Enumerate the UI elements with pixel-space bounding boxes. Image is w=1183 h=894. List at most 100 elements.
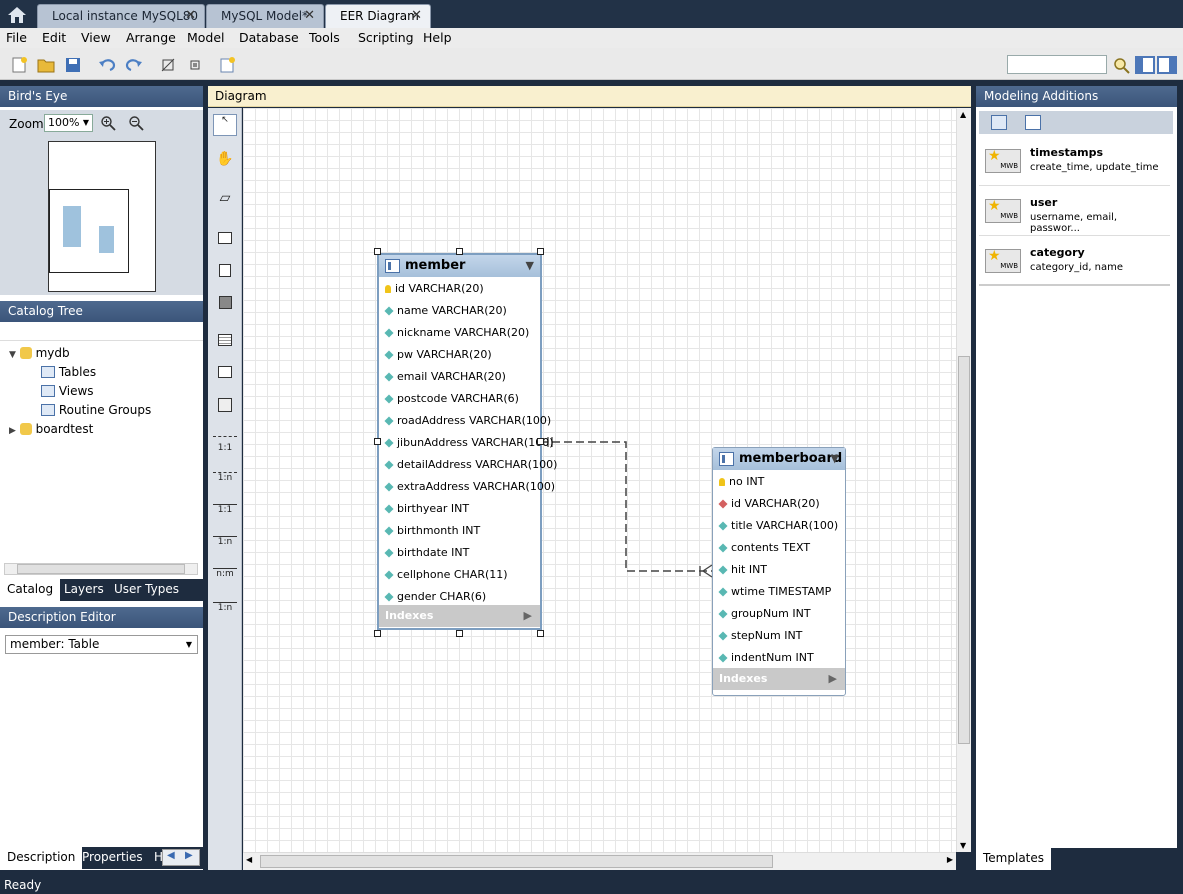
expand-arrow-icon[interactable]: ▶	[523, 609, 532, 622]
resize-handle[interactable]	[537, 438, 544, 445]
relationship-line[interactable]	[540, 436, 715, 578]
search-icon[interactable]	[1112, 56, 1130, 74]
resize-handle[interactable]	[374, 438, 381, 445]
new-document-icon[interactable]	[10, 56, 28, 73]
member-indexes[interactable]: Indexes▶	[379, 605, 540, 627]
expanded-arrow-icon[interactable]: ▼	[9, 350, 16, 360]
column-row[interactable]: extraAddress VARCHAR(100)	[384, 480, 555, 494]
scroll-left-icon[interactable]: ◀	[246, 855, 253, 864]
resize-handle[interactable]	[374, 630, 381, 637]
tab-properties[interactable]: Properties	[82, 850, 143, 864]
resize-handle[interactable]	[374, 248, 381, 255]
tab-user-types[interactable]: User Types	[114, 582, 179, 596]
column-row[interactable]: groupNum INT	[718, 607, 811, 621]
tree-item-mydb[interactable]: ▼ mydb	[9, 346, 70, 362]
tab-description[interactable]: Description	[0, 847, 83, 869]
eraser-tool-icon[interactable]: ▱	[219, 190, 231, 206]
resize-handle[interactable]	[456, 248, 463, 255]
collapsed-arrow-icon[interactable]: ▶	[9, 426, 16, 436]
member-table[interactable]: member▼ id VARCHAR(20)name VARCHAR(20)ni…	[377, 253, 557, 630]
column-row[interactable]: pw VARCHAR(20)	[384, 348, 492, 362]
column-row[interactable]: gender CHAR(6)	[384, 590, 486, 604]
menu-help[interactable]: Help	[423, 30, 452, 45]
toggle-secondary-sidebar-icon[interactable]	[1157, 56, 1177, 74]
collapse-arrow-icon[interactable]: ▼	[830, 452, 839, 465]
column-row[interactable]: cellphone CHAR(11)	[384, 568, 508, 582]
column-row[interactable]: no INT	[719, 475, 764, 489]
column-row[interactable]: stepNum INT	[718, 629, 802, 643]
column-row[interactable]: contents TEXT	[718, 541, 810, 555]
tab-catalog[interactable]: Catalog	[0, 579, 61, 601]
tab-eer-diagram[interactable]: EER Diagram✕	[325, 4, 431, 28]
relationship-existing-columns-icon[interactable]: 1:n	[213, 598, 237, 616]
note-tool-icon[interactable]	[213, 260, 237, 282]
scroll-up-icon[interactable]: ▲	[960, 110, 967, 119]
zoom-out-icon[interactable]	[128, 115, 144, 131]
column-row[interactable]: jibunAddress VARCHAR(100)	[384, 436, 553, 450]
open-folder-icon[interactable]	[37, 56, 55, 73]
new-template-icon[interactable]	[1025, 115, 1041, 130]
tab-local-instance[interactable]: Local instance MySQL80✕	[37, 4, 205, 28]
diagram-vertical-scrollbar[interactable]: ▲ ▼	[956, 108, 971, 852]
menu-model[interactable]: Model	[187, 30, 225, 45]
scroll-right-icon[interactable]: ▶	[185, 850, 193, 861]
column-row[interactable]: roadAddress VARCHAR(100)	[384, 414, 551, 428]
column-row[interactable]: indentNum INT	[718, 651, 814, 665]
menu-edit[interactable]: Edit	[42, 30, 67, 45]
description-text-area[interactable]	[0, 660, 203, 846]
hand-tool-icon[interactable]: ✋	[216, 151, 234, 167]
new-diagram-icon[interactable]	[218, 56, 236, 73]
menu-tools[interactable]: Tools	[309, 30, 340, 45]
column-row[interactable]: id VARCHAR(20)	[385, 282, 484, 296]
column-row[interactable]: detailAddress VARCHAR(100)	[384, 458, 557, 472]
horizontal-scroll-thumb[interactable]	[260, 855, 773, 868]
column-row[interactable]: email VARCHAR(20)	[384, 370, 506, 384]
resize-handle[interactable]	[456, 630, 463, 637]
tab-history[interactable]: H	[154, 850, 164, 864]
menu-file[interactable]: File	[6, 30, 27, 45]
tab-mysql-model[interactable]: MySQL Model*✕	[206, 4, 324, 28]
routine-group-tool-icon[interactable]	[213, 394, 237, 416]
zoom-select[interactable]: 100%▼	[44, 114, 93, 132]
relationship-1-n-identifying-icon[interactable]: 1:n	[213, 532, 237, 550]
close-icon[interactable]: ✕	[411, 8, 422, 23]
resize-handle[interactable]	[537, 248, 544, 255]
memberboard-indexes[interactable]: Indexes▶	[713, 668, 845, 690]
align-grid-icon[interactable]	[186, 56, 204, 73]
tree-item-boardtest[interactable]: ▶ boardtest	[9, 422, 93, 438]
save-icon[interactable]	[64, 56, 82, 73]
apply-template-icon[interactable]	[991, 115, 1007, 130]
relationship-1-1-identifying-icon[interactable]: 1:1	[213, 500, 237, 518]
column-row[interactable]: wtime TIMESTAMP	[718, 585, 831, 599]
tab-layers[interactable]: Layers	[64, 582, 104, 596]
relationship-n-m-icon[interactable]: n:m	[213, 564, 237, 582]
column-row[interactable]: hit INT	[718, 563, 767, 577]
tree-item-views[interactable]: Views	[41, 384, 94, 398]
scroll-right-icon[interactable]: ▶	[946, 855, 953, 864]
menu-scripting[interactable]: Scripting	[358, 30, 414, 45]
column-row[interactable]: birthdate INT	[384, 546, 469, 560]
close-icon[interactable]: ✕	[185, 8, 196, 23]
layer-tool-icon[interactable]	[213, 228, 237, 250]
vertical-scroll-thumb[interactable]	[958, 356, 970, 744]
redo-icon[interactable]	[125, 56, 143, 73]
view-tool-icon[interactable]	[213, 362, 237, 384]
expand-arrow-icon[interactable]: ▶	[828, 672, 837, 685]
template-user[interactable]: ★MWB user username, email, passwor...	[979, 187, 1170, 236]
select-tool-icon[interactable]: ↖	[213, 114, 237, 136]
scroll-left-icon[interactable]: ◀	[167, 850, 175, 861]
member-table-header[interactable]: member▼	[379, 255, 540, 277]
column-row[interactable]: postcode VARCHAR(6)	[384, 392, 519, 406]
zoom-in-icon[interactable]	[100, 115, 116, 131]
memberboard-table-header[interactable]: memberboard▼	[713, 448, 845, 470]
undo-icon[interactable]	[98, 56, 116, 73]
column-row[interactable]: birthyear INT	[384, 502, 469, 516]
template-category[interactable]: ★MWB category category_id, name	[979, 237, 1170, 286]
description-object-select[interactable]: member: Table▼	[5, 635, 198, 654]
menu-arrange[interactable]: Arrange	[126, 30, 176, 45]
template-timestamps[interactable]: ★MWB timestamps create_time, update_time	[979, 137, 1170, 186]
home-icon[interactable]	[6, 5, 28, 25]
table-tool-icon[interactable]	[213, 330, 237, 352]
relationship-1-1-nonidentifying-icon[interactable]: 1:1	[213, 436, 237, 454]
